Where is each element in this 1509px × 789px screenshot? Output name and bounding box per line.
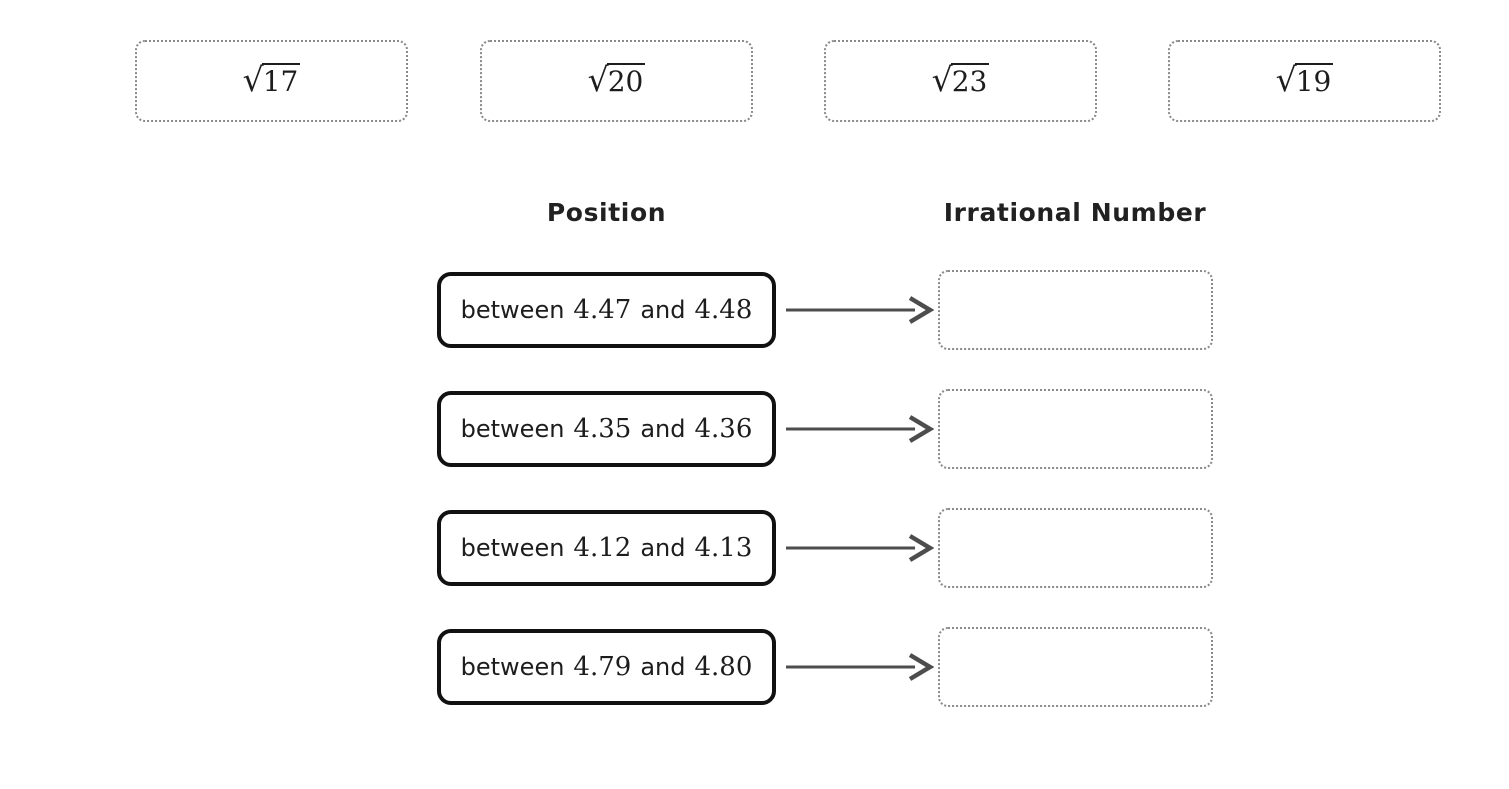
irrational-number-dropzone[interactable] xyxy=(938,508,1213,588)
position-range-box: between 4.47 and 4.48 xyxy=(437,272,776,348)
lower-bound: 4.47 xyxy=(573,295,632,325)
chip-sqrt-20[interactable]: √20 xyxy=(480,40,753,122)
radical-sign: √ xyxy=(931,59,953,99)
between-label: between xyxy=(460,415,565,443)
lower-bound: 4.12 xyxy=(573,533,632,563)
radicand: 17 xyxy=(261,62,301,98)
radicand: 20 xyxy=(606,62,646,98)
sqrt-expression: √19 xyxy=(1275,59,1334,99)
radical-sign: √ xyxy=(1275,59,1297,99)
radical-sign: √ xyxy=(587,59,609,99)
lower-bound: 4.79 xyxy=(573,652,632,682)
sqrt-expression: √20 xyxy=(587,59,646,99)
position-header: Position xyxy=(546,198,667,227)
and-label: and xyxy=(640,296,686,324)
arrow-icon xyxy=(786,415,934,443)
upper-bound: 4.48 xyxy=(694,295,753,325)
chip-sqrt-23[interactable]: √23 xyxy=(824,40,1097,122)
irrational-number-dropzone[interactable] xyxy=(938,270,1213,350)
radical-sign: √ xyxy=(242,59,264,99)
match-row: between 4.47 and 4.48 xyxy=(0,270,1509,350)
irrational-number-dropzone[interactable] xyxy=(938,389,1213,469)
upper-bound: 4.80 xyxy=(694,652,753,682)
position-range-box: between 4.12 and 4.13 xyxy=(437,510,776,586)
radicand: 19 xyxy=(1294,62,1334,98)
between-label: between xyxy=(460,296,565,324)
between-label: between xyxy=(460,653,565,681)
arrow-icon xyxy=(786,653,934,681)
between-label: between xyxy=(460,534,565,562)
match-row: between 4.12 and 4.13 xyxy=(0,508,1509,588)
match-row: between 4.79 and 4.80 xyxy=(0,627,1509,707)
radicand: 23 xyxy=(950,62,990,98)
position-range-box: between 4.35 and 4.36 xyxy=(437,391,776,467)
irrational-number-header: Irrational Number xyxy=(943,198,1207,227)
arrow-icon xyxy=(786,296,934,324)
and-label: and xyxy=(640,534,686,562)
and-label: and xyxy=(640,415,686,443)
chip-sqrt-17[interactable]: √17 xyxy=(135,40,408,122)
chip-sqrt-19[interactable]: √19 xyxy=(1168,40,1441,122)
sqrt-expression: √23 xyxy=(931,59,990,99)
arrow-icon xyxy=(786,534,934,562)
upper-bound: 4.36 xyxy=(694,414,753,444)
position-range-box: between 4.79 and 4.80 xyxy=(437,629,776,705)
sqrt-expression: √17 xyxy=(242,59,301,99)
lower-bound: 4.35 xyxy=(573,414,632,444)
match-row: between 4.35 and 4.36 xyxy=(0,389,1509,469)
and-label: and xyxy=(640,653,686,681)
upper-bound: 4.13 xyxy=(694,533,753,563)
irrational-number-dropzone[interactable] xyxy=(938,627,1213,707)
